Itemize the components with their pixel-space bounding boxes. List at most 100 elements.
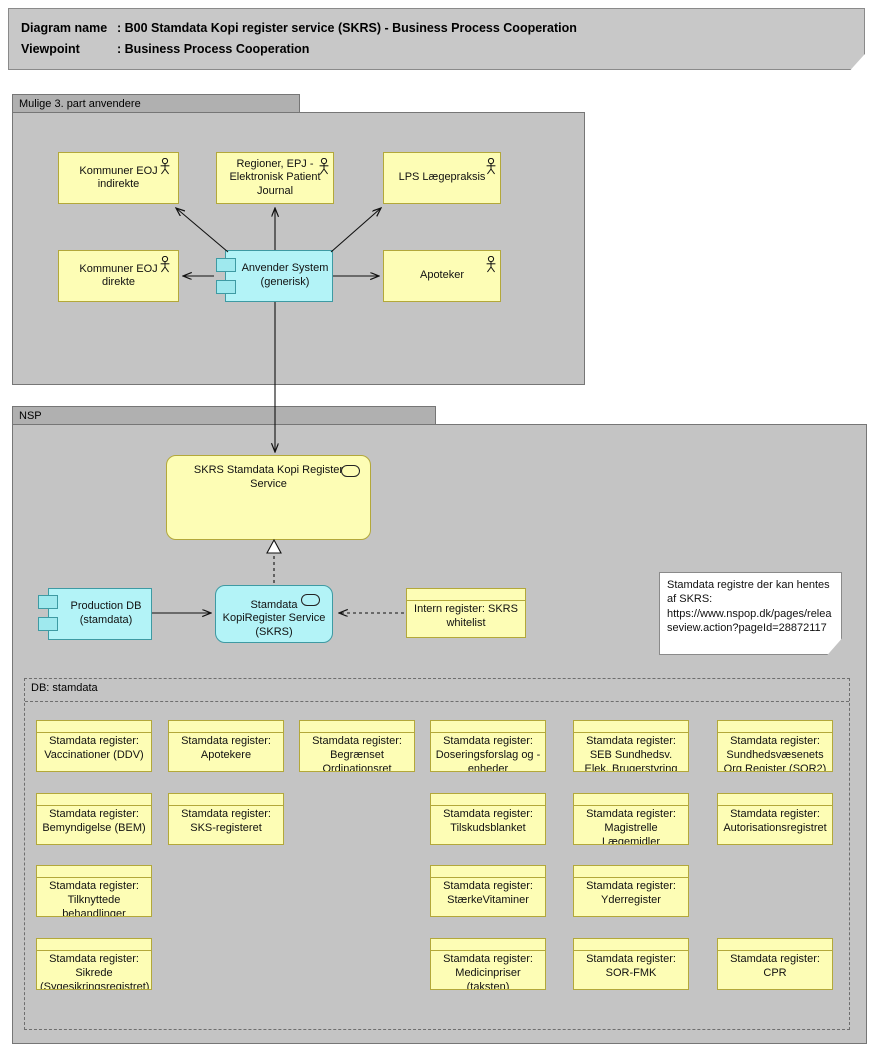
register-box[interactable]: Stamdata register: CPR [717,938,833,990]
register-box-label: Stamdata register: Sundhedsvæsenets Org … [723,735,827,771]
element-header-strip [431,939,545,951]
node-apoteker[interactable]: Apoteker [383,250,501,302]
register-box[interactable]: Stamdata register: Sundhedsvæsenets Org … [717,720,833,772]
diagram-name-line: Diagram name: B00 Stamdata Kopi register… [21,21,577,35]
register-box-label: Stamdata register: Autorisationsregistre… [723,808,827,834]
viewpoint-sep: : [117,42,122,56]
node-regioner-epj-label: Regioner, EPJ - Elektronisk Patient Jour… [229,157,321,197]
element-header-strip [431,866,545,878]
component-socket-icon [216,258,236,272]
element-header-strip [37,721,151,733]
register-box-label: Stamdata register: SKS-registeret [181,808,271,834]
group-db-stamdata: DB: stamdata [24,678,850,1030]
register-box-label: Stamdata register: Medicinpriser (takste… [443,953,533,989]
register-box[interactable]: Stamdata register: Begrænset Ordinations… [299,720,415,772]
register-box[interactable]: Stamdata register: Sikrede (Sygesikrings… [36,938,152,990]
element-header-strip [37,866,151,878]
node-stamdata-kopiregister-service-label: Stamdata KopiRegister Service (SKRS) [222,598,326,638]
node-lps-laegepraksis[interactable]: LPS Lægepraksis [383,152,501,204]
element-header-strip [169,721,283,733]
actor-icon [160,256,170,273]
register-box[interactable]: Stamdata register: StærkeVitaminer [430,865,546,917]
component-socket-icon [216,280,236,294]
register-box[interactable]: Stamdata register: Magistrelle Lægemidle… [573,793,689,845]
component-socket-icon [38,617,58,631]
element-header-strip [300,721,414,733]
node-skrs-stamdata-kopi-register-service-label: SKRS Stamdata Kopi Register Service [193,464,344,490]
register-box[interactable]: Stamdata register: Tilskudsblanket [430,793,546,845]
element-header-strip [574,866,688,878]
node-anvender-system[interactable]: Anvender System (generisk) [225,250,333,302]
node-kommuner-eoj-indirekte-label: Kommuner EOJ indirekte [79,164,158,190]
node-intern-register-skrs-whitelist[interactable]: Intern register: SKRS whitelist [406,588,526,638]
register-box[interactable]: Stamdata register: Tilknyttede behandlin… [36,865,152,917]
node-production-db[interactable]: Production DB (stamdata) [48,588,152,640]
note-text: Stamdata registre der kan hentes af SKRS… [667,579,832,634]
group-db-stamdata-label: DB: stamdata [31,682,98,694]
diagram-name-key: Diagram name [21,21,108,35]
node-production-db-label: Production DB (stamdata) [70,600,142,626]
node-apoteker-label: Apoteker [419,269,465,282]
node-anvender-system-label: Anvender System (generisk) [241,262,329,288]
element-header-strip [407,589,525,601]
service-interface-icon [301,594,320,606]
element-header-strip [574,794,688,806]
actor-icon [319,158,329,175]
register-box-label: Stamdata register: Sikrede (Sygesikrings… [40,953,150,989]
node-intern-register-skrs-whitelist-label: Intern register: SKRS whitelist [414,603,518,629]
register-box-label: Stamdata register: Doseringsforslag og -… [435,735,541,771]
actor-icon [486,256,496,273]
element-header-strip [169,794,283,806]
node-kommuner-eoj-direkte[interactable]: Kommuner EOJ direkte [58,250,179,302]
diagram-name-sep: : [117,21,122,35]
register-box-label: Stamdata register: Yderregister [586,880,676,906]
register-box[interactable]: Stamdata register: Bemyndigelse (BEM) [36,793,152,845]
register-box[interactable]: Stamdata register: Autorisationsregistre… [717,793,833,845]
node-regioner-epj[interactable]: Regioner, EPJ - Elektronisk Patient Jour… [216,152,334,204]
node-kommuner-eoj-direkte-label: Kommuner EOJ direkte [79,262,158,288]
register-box[interactable]: Stamdata register: Medicinpriser (takste… [430,938,546,990]
register-box-label: Stamdata register: Magistrelle Lægemidle… [586,808,676,844]
viewpoint-value: Business Process Cooperation [124,42,310,56]
element-header-strip [431,721,545,733]
register-box[interactable]: Stamdata register: Vaccinationer (DDV) [36,720,152,772]
group-tab-third-party: Mulige 3. part anvendere [12,94,300,112]
note-skrs-registers-url: Stamdata registre der kan hentes af SKRS… [659,572,842,655]
element-header-strip [431,794,545,806]
group-tab-nsp: NSP [12,406,436,424]
register-box-label: Stamdata register: Begrænset Ordinations… [312,735,402,771]
service-interface-icon [341,465,360,477]
diagram-title-banner: Diagram name: B00 Stamdata Kopi register… [8,8,865,70]
viewpoint-line: Viewpoint: Business Process Cooperation [21,42,309,56]
register-box[interactable]: Stamdata register: Yderregister [573,865,689,917]
node-kommuner-eoj-indirekte[interactable]: Kommuner EOJ indirekte [58,152,179,204]
actor-icon [486,158,496,175]
group-tab-third-party-label: Mulige 3. part anvendere [19,98,141,110]
viewpoint-key: Viewpoint [21,42,80,56]
register-box-label: Stamdata register: CPR [730,953,820,979]
diagram-name-value: B00 Stamdata Kopi register service (SKRS… [124,21,577,35]
register-box[interactable]: Stamdata register: SKS-registeret [168,793,284,845]
node-lps-laegepraksis-label: LPS Lægepraksis [398,171,486,184]
group-tab-nsp-label: NSP [19,410,42,422]
register-box[interactable]: Stamdata register: Apotekere [168,720,284,772]
element-header-strip [37,939,151,951]
register-box[interactable]: Stamdata register: SOR-FMK [573,938,689,990]
element-header-strip [718,794,832,806]
element-header-strip [718,721,832,733]
node-skrs-stamdata-kopi-register-service[interactable]: SKRS Stamdata Kopi Register Service [166,455,371,540]
register-box[interactable]: Stamdata register: SEB Sundhedsv. Elek. … [573,720,689,772]
register-box-label: Stamdata register: SEB Sundhedsv. Elek. … [584,735,678,771]
register-box-label: Stamdata register: Tilknyttede behandlin… [49,880,139,916]
register-box-label: Stamdata register: Tilskudsblanket [443,808,533,834]
element-header-strip [718,939,832,951]
node-stamdata-kopiregister-service[interactable]: Stamdata KopiRegister Service (SKRS) [215,585,333,643]
actor-icon [160,158,170,175]
register-box-label: Stamdata register: StærkeVitaminer [443,880,533,906]
register-box[interactable]: Stamdata register: Doseringsforslag og -… [430,720,546,772]
register-box-label: Stamdata register: Apotekere [181,735,271,761]
element-header-strip [574,721,688,733]
component-socket-icon [38,595,58,609]
register-box-label: Stamdata register: Bemyndigelse (BEM) [42,808,146,834]
